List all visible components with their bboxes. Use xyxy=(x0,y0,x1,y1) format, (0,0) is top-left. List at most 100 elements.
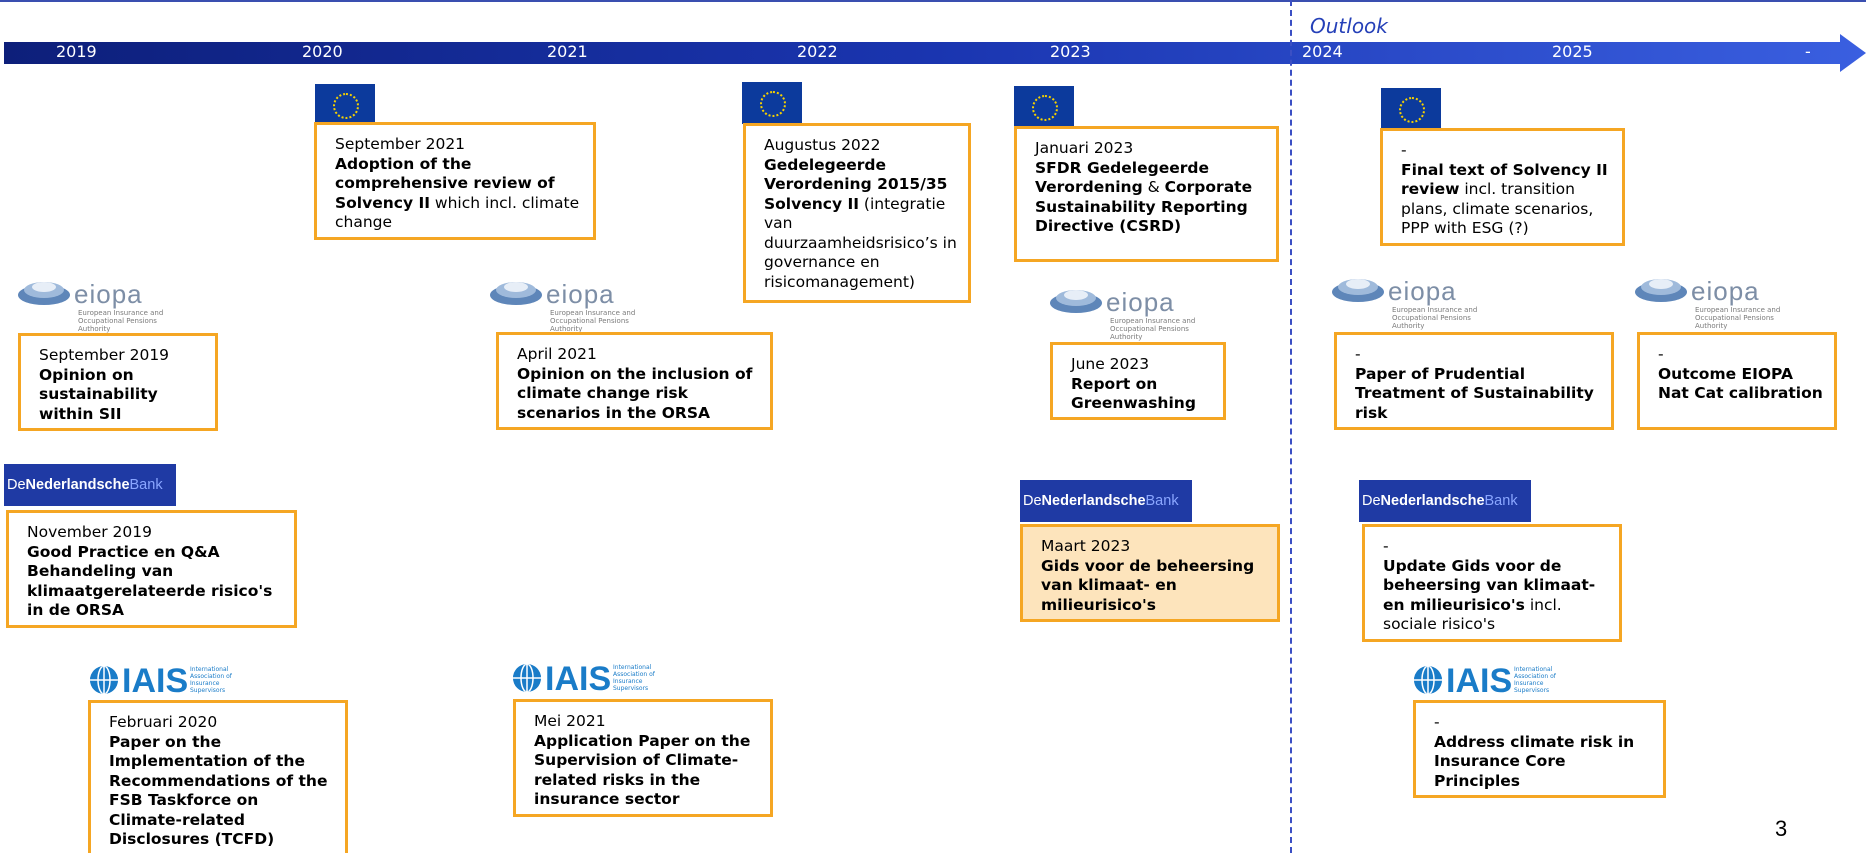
eiopa-wordmark: eiopa xyxy=(546,279,615,309)
event-eiopa-2023: June 2023 Report on Greenwashing xyxy=(1050,342,1226,420)
eiopa-logo: eiopa European Insurance and Occupationa… xyxy=(1332,272,1492,330)
event-detail: (integratie van duurzaamheidsrisico’s in… xyxy=(764,194,957,291)
eu-flag-icon xyxy=(742,82,802,124)
globe-icon xyxy=(1414,666,1442,694)
event-dnb-2023: Maart 2023 Gids voor de beheersing van k… xyxy=(1020,524,1280,622)
eiopa-subtitle: European Insurance and Occupational Pens… xyxy=(78,309,164,333)
iais-subtitle: International Association of Insurance S… xyxy=(1514,666,1556,694)
event-date: September 2019 xyxy=(39,346,170,364)
event-eiopa-2024: - Paper of Prudential Treatment of Susta… xyxy=(1334,332,1614,430)
dnb-logo-part: Nederlandsche xyxy=(25,477,130,493)
event-title: Opinion on the inclusion of climate chan… xyxy=(517,364,753,422)
outlook-divider xyxy=(1290,0,1292,853)
eiopa-logo: eiopa European Insurance and Occupationa… xyxy=(1050,283,1210,341)
event-title: Good Practice en Q&A Behandeling van kli… xyxy=(27,542,273,620)
iais-logo: IAIS International Association of Insura… xyxy=(513,660,663,700)
dnb-logo-part: Bank xyxy=(1484,493,1518,509)
event-title: Update Gids voor de beheersing van klima… xyxy=(1383,556,1596,614)
globe-icon xyxy=(513,664,541,692)
event-title: Gedelegeerde Verordening 2015/35 Solvenc… xyxy=(764,155,948,213)
event-title: Report on Greenwashing xyxy=(1071,374,1196,413)
top-rule xyxy=(0,0,1866,2)
event-eu-2025: - Final text of Solvency II review incl.… xyxy=(1380,128,1625,246)
eiopa-emblem-icon xyxy=(1050,290,1102,313)
eu-flag-icon xyxy=(315,84,375,126)
event-date: Februari 2020 xyxy=(109,713,218,731)
dnb-logo-part: Bank xyxy=(1145,493,1179,509)
event-date: Maart 2023 xyxy=(1041,537,1131,555)
globe-icon xyxy=(90,666,118,694)
dnb-logo-part: De xyxy=(1362,493,1381,509)
dnb-logo-part: Bank xyxy=(129,477,163,493)
eiopa-subtitle: European Insurance and Occupational Pens… xyxy=(1110,317,1196,341)
event-iais-2024: - Address climate risk in Insurance Core… xyxy=(1413,700,1666,798)
event-iais-2021: Mei 2021 Application Paper on the Superv… xyxy=(513,699,773,817)
dnb-logo-part: De xyxy=(7,477,26,493)
year-2019: 2019 xyxy=(56,42,97,61)
eu-flag-icon xyxy=(1381,88,1441,130)
eiopa-subtitle: European Insurance and Occupational Pens… xyxy=(1392,306,1478,330)
event-date: - xyxy=(1355,345,1361,363)
event-iais-2020: Februari 2020 Paper on the Implementatio… xyxy=(88,700,348,853)
event-date: Mei 2021 xyxy=(534,712,606,730)
eiopa-logo: eiopa European Insurance and Occupationa… xyxy=(490,275,650,333)
event-eu-2022: Augustus 2022 Gedelegeerde Verordening 2… xyxy=(743,123,971,303)
event-dnb-2024: - Update Gids voor de beheersing van kli… xyxy=(1362,524,1622,642)
event-date: Januari 2023 xyxy=(1035,139,1134,157)
eiopa-subtitle: European Insurance and Occupational Pens… xyxy=(1695,306,1781,330)
event-title-2: Corporate Sustainability Reporting Direc… xyxy=(1035,178,1253,235)
event-title: Application Paper on the Supervision of … xyxy=(534,731,751,809)
event-dnb-2019: November 2019 Good Practice en Q&A Behan… xyxy=(6,510,297,628)
dnb-logo-part: De xyxy=(1023,493,1042,509)
iais-subtitle: International Association of Insurance S… xyxy=(613,664,655,692)
page-number: 3 xyxy=(1775,816,1788,841)
event-title: Opinion on sustainability within SII xyxy=(39,365,158,423)
year-2024: 2024 xyxy=(1302,42,1343,61)
year-2023: 2023 xyxy=(1050,42,1091,61)
event-date: - xyxy=(1658,345,1664,363)
eiopa-wordmark: eiopa xyxy=(1691,276,1760,306)
event-eiopa-2019: September 2019 Opinion on sustainability… xyxy=(18,333,218,431)
event-detail: which incl. climate change xyxy=(335,193,580,232)
event-date: April 2021 xyxy=(517,345,597,363)
event-detail: incl. transition plans, climate scenario… xyxy=(1401,180,1594,237)
event-eu-2021: September 2021 Adoption of the comprehen… xyxy=(314,122,596,240)
event-title: Paper of Prudential Treatment of Sustain… xyxy=(1355,364,1594,422)
eiopa-subtitle: European Insurance and Occupational Pens… xyxy=(550,309,636,333)
dnb-logo-part: Nederlandsche xyxy=(1380,493,1485,509)
event-eiopa-2025: - Outcome EIOPA Nat Cat calibration xyxy=(1637,332,1837,430)
iais-logo: IAIS International Association of Insura… xyxy=(1414,662,1564,702)
iais-wordmark: IAIS xyxy=(1446,662,1513,700)
event-detail: incl. sociale risico's xyxy=(1383,595,1562,634)
event-date: - xyxy=(1401,141,1407,159)
eiopa-logo: eiopa European Insurance and Occupationa… xyxy=(18,275,178,333)
event-title: Outcome EIOPA Nat Cat calibration xyxy=(1658,364,1823,403)
event-connector: & xyxy=(1142,178,1165,196)
event-title: Address climate risk in Insurance Core P… xyxy=(1434,732,1635,790)
dnb-logo-part: Nederlandsche xyxy=(1041,493,1146,509)
dnb-logo: DeNederlandscheBank xyxy=(1359,480,1531,522)
timeline-arrow xyxy=(4,34,1866,72)
eiopa-emblem-icon xyxy=(1332,279,1384,302)
event-eiopa-2021: April 2021 Opinion on the inclusion of c… xyxy=(496,332,773,430)
iais-logo: IAIS International Association of Insura… xyxy=(90,662,240,702)
dnb-logo: DeNederlandscheBank xyxy=(4,464,176,506)
year-2022: 2022 xyxy=(797,42,838,61)
event-date: Augustus 2022 xyxy=(764,136,881,154)
arrow-end-marker: - xyxy=(1805,42,1811,61)
iais-subtitle: International Association of Insurance S… xyxy=(190,666,232,694)
eiopa-wordmark: eiopa xyxy=(1388,276,1457,306)
year-2020: 2020 xyxy=(302,42,343,61)
eiopa-emblem-icon xyxy=(18,282,70,305)
eiopa-wordmark: eiopa xyxy=(1106,287,1175,317)
eiopa-wordmark: eiopa xyxy=(74,279,143,309)
event-title: Adoption of the comprehensive review of … xyxy=(335,154,555,212)
event-title: Gids voor de beheersing van klimaat- en … xyxy=(1041,556,1255,614)
year-2025: 2025 xyxy=(1552,42,1593,61)
event-title: SFDR Gedelegeerde Verordening xyxy=(1035,158,1209,197)
event-title: Paper on the Implementation of the Recom… xyxy=(109,732,328,849)
event-date: September 2021 xyxy=(335,135,466,153)
dnb-logo: DeNederlandscheBank xyxy=(1020,480,1192,522)
event-eu-2023: Januari 2023 SFDR Gedelegeerde Verordeni… xyxy=(1014,126,1279,262)
event-date: November 2019 xyxy=(27,523,153,541)
